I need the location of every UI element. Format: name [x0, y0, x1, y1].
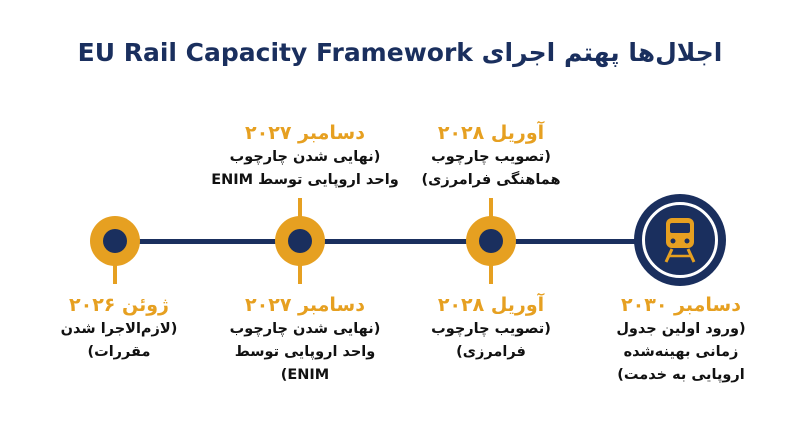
page-title: EU Rail Capacity Framework اجلال‌ها پهتم… [77, 38, 723, 67]
milestone-desc: (نهایی شدن چارچوب واحد اروپایی توسط ENIM… [229, 321, 381, 383]
timeline-line [110, 239, 680, 244]
node-center [103, 229, 127, 253]
train-icon [664, 218, 696, 263]
milestone-date: آوریل ۲۰۲۸ [437, 122, 545, 144]
timeline-node-final [634, 194, 726, 286]
milestone-date: دسامبر ۲۰۳۰ [621, 294, 741, 316]
milestone-desc: (ورود اولین جدول زمانی بهینه‌شده اروپایی… [616, 321, 746, 383]
milestone-date: دسامبر ۲۰۲۷ [245, 294, 365, 316]
timeline-node-1 [90, 216, 140, 266]
node-center [288, 229, 312, 253]
lower-label-2: دسامبر ۲۰۲۷ (نهایی شدن چارچوب واحد اروپا… [190, 292, 420, 387]
milestone-date: دسامبر ۲۰۲۷ [245, 122, 365, 144]
milestone-desc: (تصویب چارچوب فرامرزی) [431, 321, 551, 360]
milestone-desc: (لازم‌الاجرا شدن مقررات) [60, 321, 178, 360]
milestone-date: آوریل ۲۰۲۸ [437, 294, 545, 316]
node-center [479, 229, 503, 253]
milestone-desc: (نهایی شدن چارچوب واحد اروپایی توسط ENIM [211, 149, 399, 188]
lower-label-3: آوریل ۲۰۲۸ (تصویب چارچوب فرامرزی) [376, 292, 606, 364]
lower-label-final: دسامبر ۲۰۳۰ (ورود اولین جدول زمانی بهینه… [566, 292, 796, 387]
timeline-node-3 [466, 216, 516, 266]
upper-label-2: دسامبر ۲۰۲۷ (نهایی شدن چارچوب واحد اروپا… [190, 120, 420, 192]
milestone-date: ژوئن ۲۰۲۶ [69, 294, 169, 316]
lower-label-1: ژوئن ۲۰۲۶ (لازم‌الاجرا شدن مقررات) [4, 292, 234, 364]
node-ring [642, 202, 718, 278]
timeline-node-2 [275, 216, 325, 266]
upper-label-3: آوریل ۲۰۲۸ (تصویب چارچوب هماهنگی فرامرزی… [376, 120, 606, 192]
milestone-desc: (تصویب چارچوب هماهنگی فرامرزی) [421, 149, 561, 188]
